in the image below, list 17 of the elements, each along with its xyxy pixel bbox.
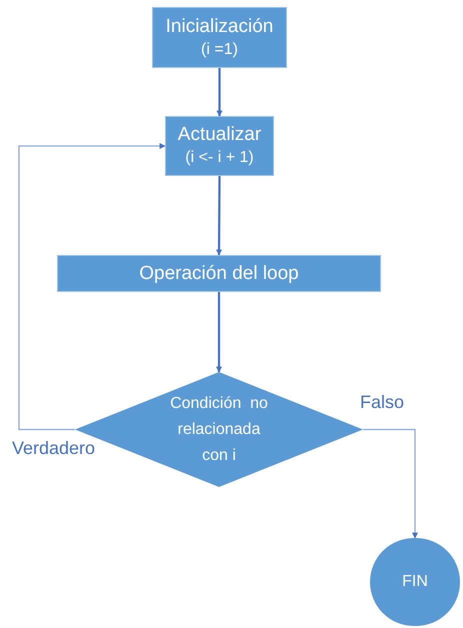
process-box xyxy=(152,7,287,68)
step-title: Actualizar xyxy=(178,123,262,147)
arrow xyxy=(216,68,222,117)
arrow xyxy=(18,143,166,430)
arrow xyxy=(216,292,222,373)
process-box xyxy=(57,255,381,292)
step-formula: (i <- i + 1) xyxy=(185,148,254,168)
process-box xyxy=(165,116,274,176)
step-formula: (i =1) xyxy=(201,40,238,60)
edge-label: Falso xyxy=(359,391,406,413)
step-title: Operación del loop xyxy=(139,262,299,286)
edge-label: Verdadero xyxy=(11,437,96,459)
decision-text: Condición no relacionada con i xyxy=(169,394,269,466)
end-label: FIN xyxy=(402,572,428,592)
arrow xyxy=(363,428,418,539)
step-title: Inicialización xyxy=(166,14,274,38)
arrow xyxy=(216,176,222,256)
